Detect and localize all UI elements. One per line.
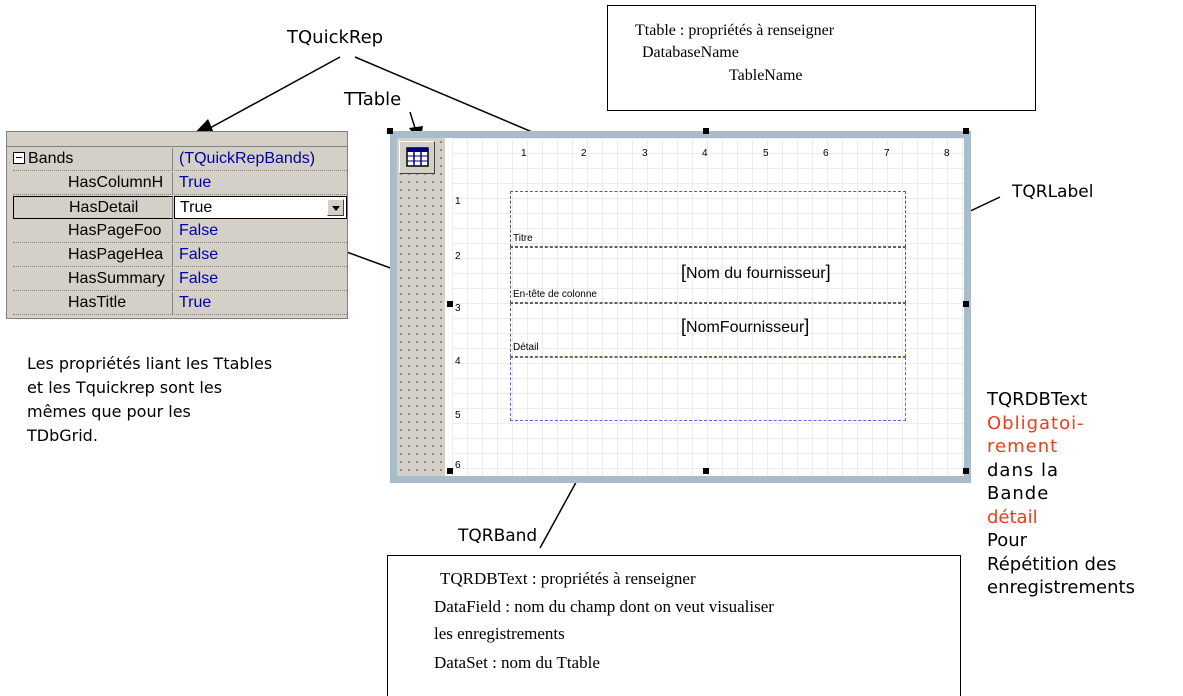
property-name: HasTitle [13,292,173,315]
title-band[interactable]: Titre [510,191,906,247]
bande-text: Bande [987,483,1050,504]
property-row-hastitle[interactable]: HasTitle True [13,292,347,316]
selection-handle[interactable] [963,301,969,307]
selection-handle[interactable] [963,128,969,134]
arrow-tquickrep-to-inspector [187,56,341,141]
tqrlabel-callout: TQRLabel [1012,182,1094,202]
band-label-detail: Détail [513,342,539,353]
detail-text: détail [987,506,1038,528]
ruler-left-4: 4 [455,356,461,367]
pour-text: Pour [987,530,1028,551]
property-name: HasPageFoo [13,220,173,243]
property-value[interactable]: True [174,292,347,315]
ruler-top-7: 7 [884,148,890,159]
property-value[interactable]: False [174,244,347,267]
property-name: HasDetail [13,196,173,219]
property-name: HasPageHea [13,244,173,267]
property-value-editor[interactable]: True [174,196,347,219]
repetition-text: Répétition des [987,553,1117,575]
selection-handle[interactable] [447,301,453,307]
ruler-top-8: 8 [944,148,950,159]
selection-handle[interactable] [703,128,709,134]
ruler-left-2: 2 [455,251,461,262]
obligatoirement-part1: Obligatoi- [987,412,1085,434]
selection-handle[interactable] [387,128,393,134]
ttable-component-icon[interactable] [399,141,435,174]
property-value[interactable]: False [174,268,347,291]
property-name: HasSummary [13,268,173,291]
property-value[interactable]: True [174,172,347,195]
quickrep-designer[interactable]: 1 2 3 4 5 6 7 8 1 2 3 4 5 6 Titre En-têt… [387,128,971,483]
inspector-top-strip [7,132,347,147]
enregistrements-text: enregistrements [987,577,1135,598]
ttable-callout: TTable [344,89,402,110]
qrdbtext-nomfournisseur[interactable]: [NomFournisseur] [681,316,810,336]
note-line-1: Les propriétés liant les Ttables [27,354,273,373]
property-row-hascolumnheader[interactable]: HasColumnH True [13,172,347,196]
tqrdbtext-box-dataset: DataSet : nom du Ttable [434,653,600,672]
obligatoirement-part2: rement [987,436,1059,457]
dropdown-arrow-icon[interactable] [327,199,344,216]
band-label-column-header: En-tête de colonne [513,289,597,300]
ruler-top-1: 1 [521,148,527,159]
property-row-haspagefooter[interactable]: HasPageFoo False [13,220,347,244]
report-grid [452,138,964,476]
detail-band[interactable]: Détail [NomFournisseur] [510,303,906,357]
tqrdbtext-box-datafield: DataField : nom du champ dont on veut vi… [434,597,774,616]
empty-band[interactable] [510,357,906,421]
tqrband-callout: TQRBand [458,526,538,546]
property-name: Bands [28,150,74,167]
selection-handle[interactable] [703,468,709,474]
property-row-hasdetail[interactable]: HasDetail True [13,196,347,220]
selection-handle[interactable] [963,468,969,474]
column-header-band[interactable]: En-tête de colonne [Nom du fournisseur] [510,247,906,303]
collapse-icon[interactable] [13,152,25,164]
tqrdbtext-box-title: TQRDBText : propriétés à renseigner [440,569,696,588]
ruler-top-5: 5 [763,148,769,159]
band-label-title: Titre [513,233,533,244]
tquickrep-callout: TQuickRep [287,27,384,48]
ruler-top-3: 3 [642,148,648,159]
property-name: HasColumnH [13,172,173,195]
tqrdbtext-box-datafield-cont: les enregistrements [434,624,565,643]
table-icon [406,147,429,167]
ttable-box-databasename: DatabaseName [642,44,739,61]
ruler-left-1: 1 [455,196,461,207]
ttable-properties-box: Ttable : propriétés à renseigner Databas… [607,5,1036,111]
ttable-box-title: Ttable : propriétés à renseigner [635,22,835,39]
object-inspector: Bands (TQuickRepBands) HasColumnH True H… [6,131,348,319]
property-value[interactable]: True [180,199,213,216]
ruler-top-4: 4 [702,148,708,159]
dans-la-text: dans la [987,459,1059,481]
report-left-margin [397,138,445,476]
ruler-top-6: 6 [823,148,829,159]
tqrdbtext-properties-box: TQRDBText : propriétés à renseigner Data… [387,555,961,696]
property-value[interactable]: (TQuickRepBands) [174,148,347,171]
linking-properties-note: Les propriétés liant les Ttables et les … [27,352,272,448]
ruler-top-2: 2 [581,148,587,159]
report-page: 1 2 3 4 5 6 7 8 1 2 3 4 5 6 Titre En-têt… [397,138,964,476]
selection-handle[interactable] [447,468,453,474]
qrlabel-nom-du-fournisseur[interactable]: [Nom du fournisseur] [681,262,831,282]
ttable-box-tablename: TableName [729,67,803,84]
property-row-hassummary[interactable]: HasSummary False [13,268,347,292]
tqrdbtext-callout: TQRDBText [987,389,1088,410]
property-value[interactable]: False [174,220,347,243]
property-row-bands[interactable]: Bands (TQuickRepBands) [13,148,347,172]
ruler-left-3: 3 [455,303,461,314]
note-line-2: et les Tquickrep sont les [27,378,223,397]
tqrdbtext-note: TQRDBText Obligatoi- rement dans la Band… [987,388,1135,600]
property-row-haspageheader[interactable]: HasPageHea False [13,244,347,268]
ruler-left-6: 6 [455,460,461,471]
note-line-4: TDbGrid. [27,426,98,445]
ruler-left-5: 5 [455,410,461,421]
note-line-3: mêmes que pour les [27,402,191,421]
